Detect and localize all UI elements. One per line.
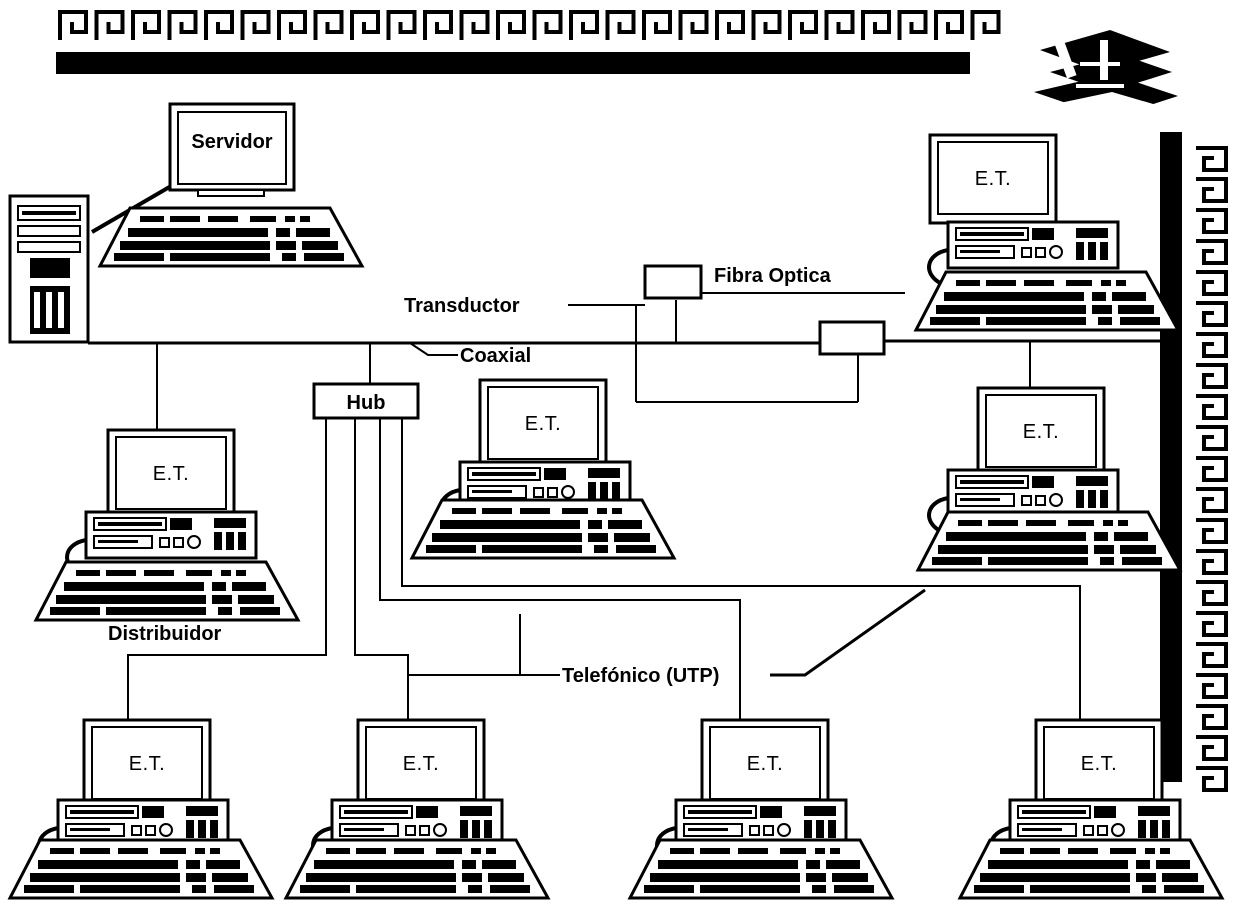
greek-key-unit	[934, 10, 964, 40]
greek-key-unit	[1196, 735, 1228, 761]
system-unit	[946, 220, 1120, 270]
system-unit	[946, 468, 1120, 518]
greek-key-unit	[1196, 270, 1228, 296]
workstation-label: E.T.	[747, 753, 783, 775]
keyboard	[916, 510, 1182, 572]
greek-key-unit	[605, 10, 636, 40]
keyboard	[628, 838, 894, 900]
greek-key-unit	[569, 10, 599, 40]
greek-key-unit	[1196, 146, 1228, 172]
keyboard	[958, 838, 1224, 900]
greek-key-unit	[788, 10, 818, 40]
greek-key-unit	[240, 10, 271, 40]
workstation: E.T.	[284, 718, 550, 900]
right-bar	[1160, 132, 1182, 782]
label-telefonico-utp: Telefónico (UTP)	[562, 665, 719, 687]
transducer-box-2	[818, 320, 886, 356]
workstation: E.T.	[8, 718, 274, 900]
greek-key-unit	[1196, 239, 1228, 265]
greek-key-unit	[131, 10, 161, 40]
greek-key-unit	[1196, 766, 1228, 792]
hub: Hub	[312, 382, 420, 420]
greek-key-unit	[1196, 642, 1228, 668]
label-transductor: Transductor	[404, 295, 520, 317]
greek-key-unit	[1196, 611, 1228, 637]
cables	[88, 180, 1160, 720]
greek-key-unit	[1196, 704, 1228, 730]
keyboard	[410, 498, 676, 560]
temple-logo	[1034, 30, 1178, 120]
greek-key-unit	[459, 10, 490, 40]
workstation: E.T.	[916, 386, 1182, 572]
workstation-label: E.T.	[975, 168, 1011, 190]
greek-key-unit	[970, 10, 1001, 40]
workstation: E.T.	[628, 718, 894, 900]
workstation-label: E.T.	[1081, 753, 1117, 775]
workstation: E.T.	[914, 133, 1180, 332]
top-bar	[56, 52, 970, 74]
greek-key-unit	[1196, 208, 1228, 234]
greek-key-unit	[313, 10, 344, 40]
greek-key-unit	[1196, 456, 1228, 482]
workstation-label: E.T.	[129, 753, 165, 775]
system-unit	[84, 510, 258, 560]
greek-key-unit	[824, 10, 855, 40]
greek-key-unit	[1196, 518, 1228, 544]
greek-key-unit	[1196, 394, 1228, 420]
greek-key-unit	[496, 10, 526, 40]
greek-key-border-right	[1196, 146, 1228, 792]
label-distribuidor: Distribuidor	[108, 623, 222, 645]
keyboard	[914, 270, 1180, 332]
greek-key-unit	[715, 10, 745, 40]
greek-key-unit	[1196, 487, 1228, 513]
greek-key-unit	[350, 10, 380, 40]
greek-key-unit	[1196, 549, 1228, 575]
greek-key-unit	[751, 10, 782, 40]
greek-key-unit	[423, 10, 453, 40]
label-coaxial: Coaxial	[460, 345, 531, 367]
greek-key-unit	[94, 10, 125, 40]
greek-key-unit	[1196, 332, 1228, 358]
server-tower	[8, 194, 90, 344]
workstation: E.T.	[410, 378, 676, 560]
greek-key-unit	[277, 10, 307, 40]
server-label: Servidor	[191, 131, 272, 153]
greek-key-unit	[1196, 580, 1228, 606]
workstation-label: E.T.	[153, 463, 189, 485]
greek-key-unit	[167, 10, 198, 40]
greek-key-unit	[1196, 673, 1228, 699]
greek-key-unit	[204, 10, 234, 40]
workstation: E.T.	[958, 718, 1224, 900]
greek-key-unit	[58, 10, 88, 40]
keyboard	[34, 560, 300, 622]
greek-key-border-top	[58, 10, 1001, 40]
greek-key-unit	[861, 10, 891, 40]
workstation-label: E.T.	[525, 413, 561, 435]
greek-key-unit	[1196, 425, 1228, 451]
keyboard	[284, 838, 550, 900]
hub-label: Hub	[347, 392, 386, 414]
greek-key-unit	[532, 10, 563, 40]
greek-key-unit	[897, 10, 928, 40]
workstation-label: E.T.	[403, 753, 439, 775]
label-fibra-optica: Fibra Optica	[714, 265, 832, 287]
greek-key-unit	[1196, 177, 1228, 203]
transducer-box-1	[643, 264, 703, 300]
greek-key-unit	[386, 10, 417, 40]
greek-key-unit	[678, 10, 709, 40]
greek-key-unit	[1196, 363, 1228, 389]
workstation-label: E.T.	[1023, 421, 1059, 443]
greek-key-unit	[642, 10, 672, 40]
server: Servidor	[8, 102, 364, 344]
workstation: E.T.	[34, 428, 300, 622]
keyboard	[8, 838, 274, 900]
greek-key-unit	[1196, 301, 1228, 327]
workstations: E.T. E.T. E.T. E.T. E.T. E.T. E.T. E.T.	[8, 133, 1224, 900]
